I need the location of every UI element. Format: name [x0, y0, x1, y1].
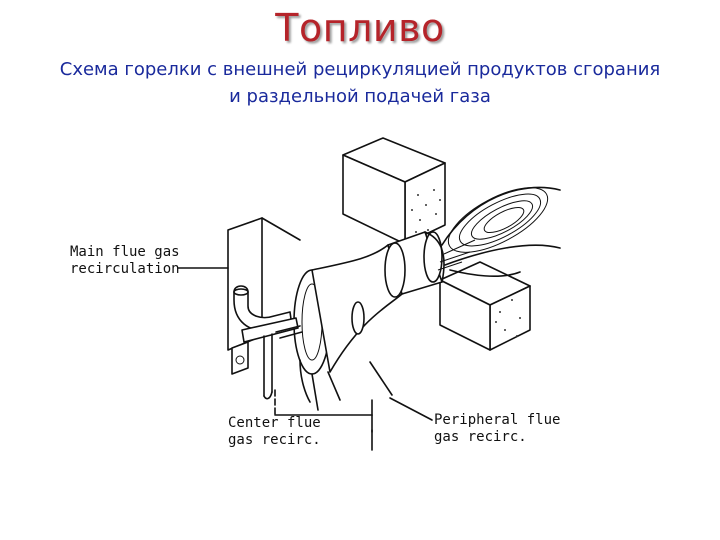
subtitle-line-2: и раздельной подачей газа	[229, 86, 491, 107]
support-legs	[299, 359, 393, 411]
label-main-flue-gas-2: recirculation	[70, 261, 180, 277]
leader-lines	[177, 267, 433, 451]
label-peripheral-flue-2: gas recirc.	[434, 429, 527, 445]
label-center-flue-2: gas recirc.	[228, 432, 321, 448]
subtitle-line-1: Схема горелки с внешней рециркуляцией пр…	[59, 59, 661, 80]
upper-refractory-block	[342, 137, 446, 245]
label-center-flue-1: Center flue	[228, 415, 321, 431]
page-title: Топливо	[275, 6, 445, 50]
label-main-flue-gas-1: Main flue gas	[70, 244, 180, 260]
page-subtitle: Схема горелки с внешней рециркуляцией пр…	[0, 56, 720, 110]
flame-swirl	[437, 186, 561, 277]
label-peripheral-flue-1: Peripheral flue	[434, 412, 560, 428]
gas-supply-pipe	[231, 285, 303, 400]
burner-body	[293, 231, 445, 375]
